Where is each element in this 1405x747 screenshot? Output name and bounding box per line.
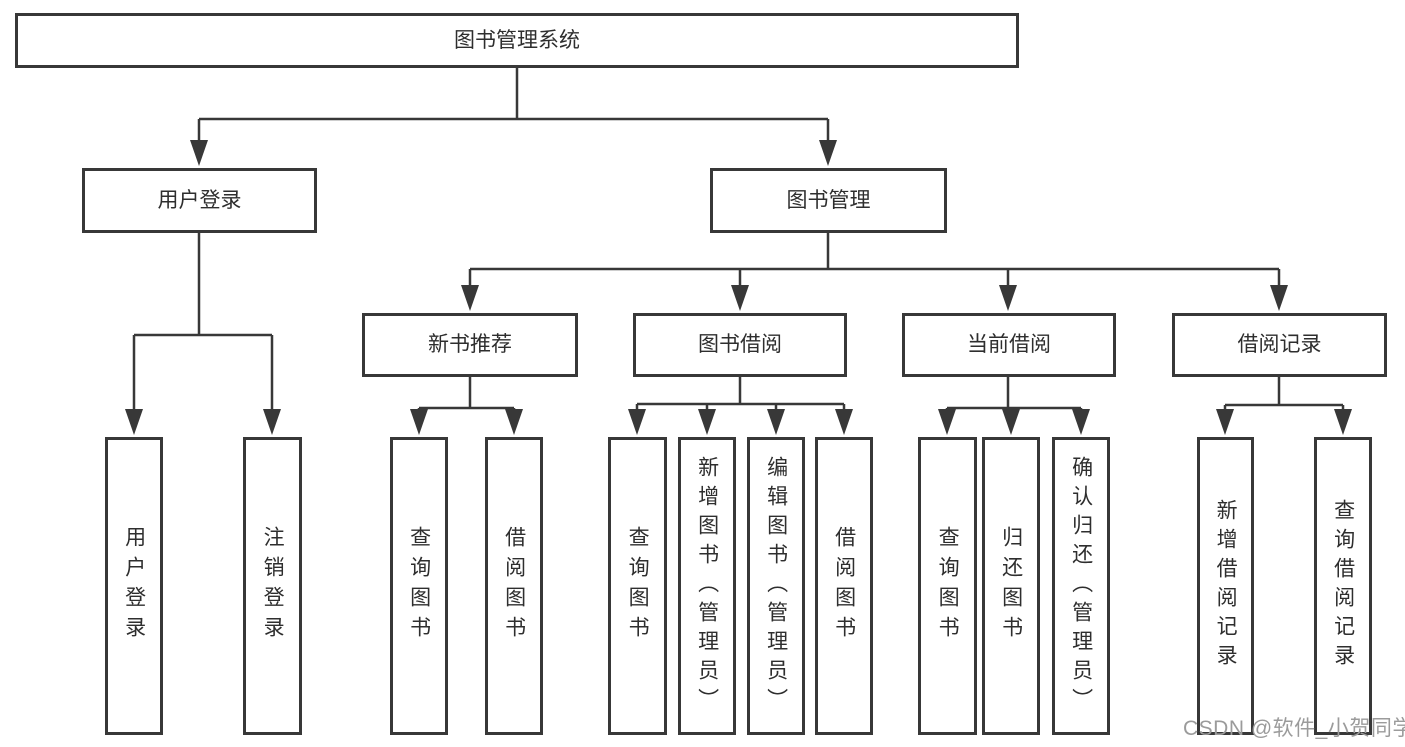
node-current-borrow: 当前借阅 — [902, 313, 1116, 377]
leaf-query-borrow-record: 查询借阅记录 — [1314, 437, 1372, 735]
node-label: 注销登录 — [261, 526, 285, 646]
arrowhead-icon — [938, 409, 956, 435]
leaf-recommend-borrow-books: 借阅图书 — [485, 437, 543, 735]
leaf-user-login: 用户登录 — [105, 437, 163, 735]
node-label: 借阅图书 — [832, 526, 856, 646]
arrowhead-icon — [628, 409, 646, 435]
node-label: 图书管理系统 — [454, 28, 580, 52]
connector-borrow-records-branch — [1216, 377, 1352, 435]
arrowhead-icon — [1216, 409, 1234, 435]
node-new-book-recommend: 新书推荐 — [362, 313, 578, 377]
node-label: 查询图书 — [626, 526, 650, 646]
node-label: 用户登录 — [122, 526, 146, 646]
arrowhead-icon — [767, 409, 785, 435]
node-label: 归还图书 — [999, 526, 1023, 646]
node-label: 查询图书 — [936, 526, 960, 646]
leaf-add-books-admin: 新增图书（管理员） — [678, 437, 736, 735]
node-label: 用户登录 — [157, 188, 242, 212]
node-label: 编辑图书（管理员） — [764, 455, 788, 717]
node-borrow-records: 借阅记录 — [1172, 313, 1387, 377]
leaf-borrow-query-books: 查询图书 — [608, 437, 667, 735]
connector-book-borrow-branch — [628, 377, 853, 435]
node-label: 图书借阅 — [698, 333, 782, 357]
arrowhead-icon — [263, 409, 281, 435]
leaf-borrow-books: 借阅图书 — [815, 437, 873, 735]
arrowhead-icon — [125, 409, 143, 435]
leaf-recommend-query-books: 查询图书 — [390, 437, 448, 735]
connector-line — [635, 377, 846, 416]
node-book-borrow: 图书借阅 — [633, 313, 847, 377]
arrowhead-icon — [999, 285, 1017, 311]
connector-book-management-branch — [461, 233, 1288, 311]
arrowhead-icon — [698, 409, 716, 435]
arrowhead-icon — [835, 409, 853, 435]
arrowhead-icon — [819, 140, 837, 166]
node-label: 新增借阅记录 — [1214, 499, 1238, 673]
arrowhead-icon — [190, 140, 208, 166]
connector-root-to-level2 — [190, 68, 837, 166]
node-book-management: 图书管理 — [710, 168, 947, 233]
node-user-login: 用户登录 — [82, 168, 317, 233]
node-label: 当前借阅 — [967, 333, 1051, 357]
arrowhead-icon — [1072, 409, 1090, 435]
connector-line — [1223, 377, 1345, 416]
leaf-return-books: 归还图书 — [982, 437, 1040, 735]
node-label: 确认归还（管理员） — [1069, 455, 1093, 717]
node-label: 借阅图书 — [502, 526, 526, 646]
leaf-add-borrow-record: 新增借阅记录 — [1197, 437, 1254, 735]
connector-line — [417, 377, 516, 416]
arrowhead-icon — [410, 409, 428, 435]
arrowhead-icon — [731, 285, 749, 311]
connector-new-book-recommend-branch — [410, 377, 523, 435]
node-root-system: 图书管理系统 — [15, 13, 1019, 68]
watermark: CSDN @软件_小贺同学 — [1183, 717, 1405, 740]
leaf-logout: 注销登录 — [243, 437, 302, 735]
node-label: 图书管理 — [786, 188, 871, 212]
node-label: 借阅记录 — [1237, 333, 1322, 357]
arrowhead-icon — [505, 409, 523, 435]
node-label: 查询图书 — [407, 526, 431, 646]
connector-line — [197, 68, 830, 148]
connector-line — [132, 233, 274, 417]
arrowhead-icon — [461, 285, 479, 311]
connector-line — [945, 377, 1083, 416]
leaf-confirm-return-admin: 确认归还（管理员） — [1052, 437, 1110, 735]
leaf-current-query-books: 查询图书 — [918, 437, 977, 735]
connector-user-login-branch — [125, 233, 281, 435]
leaf-edit-books-admin: 编辑图书（管理员） — [747, 437, 805, 735]
node-label: 新增图书（管理员） — [695, 455, 719, 717]
arrowhead-icon — [1270, 285, 1288, 311]
node-label: 新书推荐 — [428, 333, 512, 357]
arrowhead-icon — [1334, 409, 1352, 435]
node-label: 查询借阅记录 — [1331, 499, 1355, 673]
arrowhead-icon — [1002, 409, 1020, 435]
connector-line — [468, 233, 1281, 287]
connector-current-borrow-branch — [938, 377, 1090, 435]
